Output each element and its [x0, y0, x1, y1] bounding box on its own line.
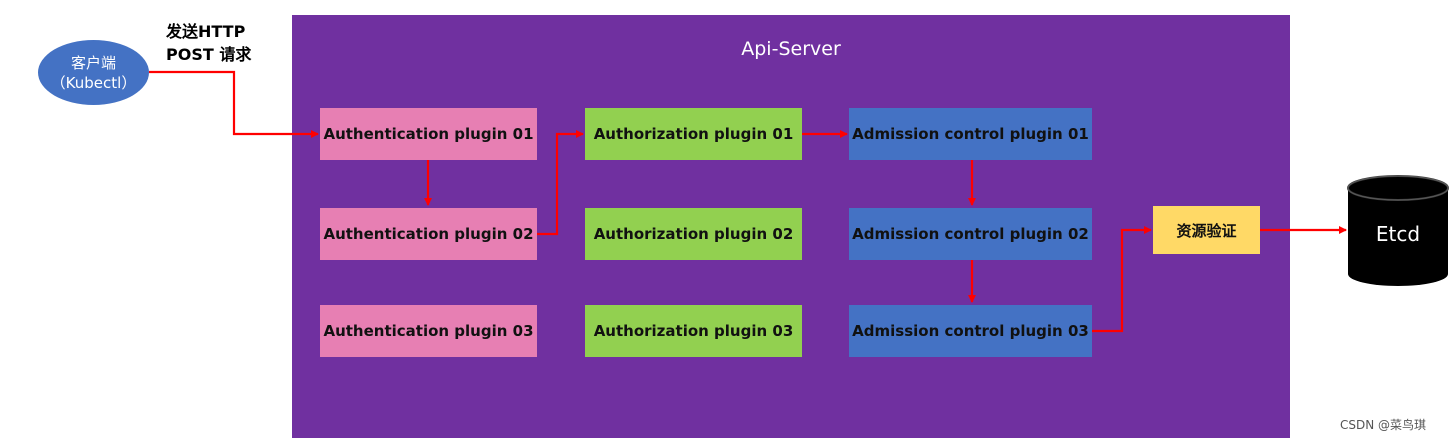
authorization-plugin-01: Authorization plugin 01: [585, 108, 802, 160]
api-server-title: Api-Server: [741, 38, 841, 60]
watermark: CSDN @菜鸟琪: [1340, 418, 1427, 432]
resource-validation-box: 资源验证: [1153, 206, 1260, 254]
client-label: 客户端: [70, 53, 116, 72]
client-node: 客户端 （Kubectl）: [38, 40, 149, 105]
admission-control-plugin-03: Admission control plugin 03: [849, 305, 1092, 357]
authorization-plugin-03: Authorization plugin 03: [585, 305, 802, 357]
request-label: 发送HTTP POST 请求: [166, 20, 251, 66]
arrow-adm03-to-validation: [1092, 226, 1152, 333]
authentication-plugin-02: Authentication plugin 02: [320, 208, 537, 260]
arrow-client-to-auth01: [149, 70, 319, 138]
arrow-auth02-to-authz01: [537, 130, 584, 236]
request-label-line2: POST 请求: [166, 45, 252, 64]
authentication-plugin-01: Authentication plugin 01: [320, 108, 537, 160]
admission-control-plugin-01: Admission control plugin 01: [849, 108, 1092, 160]
authentication-plugin-03: Authentication plugin 03: [320, 305, 537, 357]
request-label-line1: 发送HTTP: [166, 22, 246, 41]
authorization-plugin-02: Authorization plugin 02: [585, 208, 802, 260]
client-sublabel: （Kubectl）: [50, 73, 137, 92]
etcd-cylinder: [1347, 175, 1449, 286]
etcd-label: Etcd: [1375, 222, 1421, 246]
admission-control-plugin-02: Admission control plugin 02: [849, 208, 1092, 260]
